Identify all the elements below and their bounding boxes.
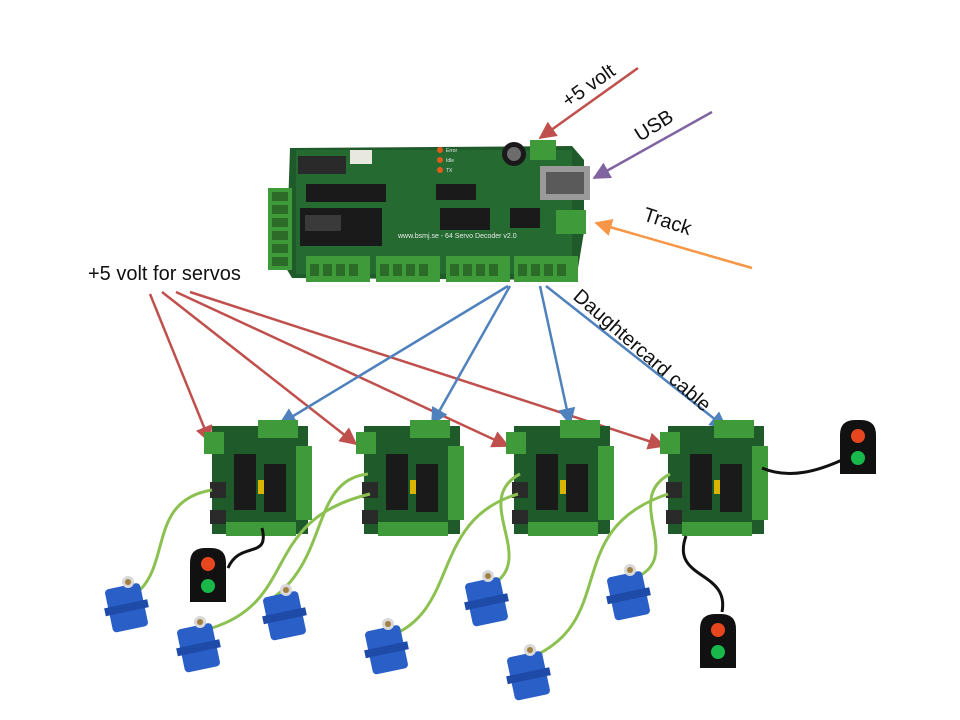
servo-lead-5 xyxy=(389,492,519,638)
daughter-card-icon xyxy=(356,420,464,536)
servo-lead-1 xyxy=(138,488,213,592)
usb-arrow xyxy=(592,110,713,180)
cable-arrow-2 xyxy=(430,285,512,426)
servo-icon xyxy=(364,618,409,675)
servo-lead-7 xyxy=(529,492,669,660)
servo-icon xyxy=(262,584,307,641)
servo-lead-6 xyxy=(629,472,671,582)
servo-lead-2 xyxy=(269,472,369,602)
led-label-idle: Idle xyxy=(446,158,454,164)
servo-icon xyxy=(606,564,651,621)
cable-arrow-1 xyxy=(278,284,509,426)
signal-lead-3 xyxy=(681,535,725,613)
signal-lead-2 xyxy=(761,458,843,475)
track-arrow xyxy=(594,218,753,270)
servo-icon xyxy=(176,616,221,673)
signal-light-icon xyxy=(700,614,736,668)
servo-decoder-board-icon: Error Idle TX www.bsmj.se - 64 Servo Dec… xyxy=(268,140,590,282)
servo-power-arrow-1 xyxy=(148,293,213,444)
led-label-tx: TX xyxy=(446,168,453,174)
daughter-card-icon xyxy=(660,420,768,536)
servo-power-label: +5 volt for servos xyxy=(88,263,241,285)
cable-arrow-3 xyxy=(538,285,576,426)
servo-icon xyxy=(104,576,149,633)
daughtercard-label: Daughtercard cable xyxy=(569,285,715,416)
servo-icon xyxy=(506,644,551,701)
track-label: Track xyxy=(640,204,695,240)
signal-light-icon xyxy=(840,420,876,474)
plus5-arrow xyxy=(538,66,639,140)
servo-icon xyxy=(464,570,509,627)
usb-label: USB xyxy=(631,106,678,146)
signal-light-icon xyxy=(190,548,226,602)
servo-power-arrow-2 xyxy=(161,291,358,446)
board-silkscreen: www.bsmj.se - 64 Servo Decoder v2.0 xyxy=(397,233,517,240)
servo-lead-3 xyxy=(211,492,371,630)
servo-lead-4 xyxy=(489,472,521,588)
led-label-error: Error xyxy=(446,148,457,154)
cable-arrow-4 xyxy=(545,285,728,430)
signal-lead-1 xyxy=(226,527,265,569)
servo-power-arrow-3 xyxy=(175,290,510,448)
daughter-card-icon xyxy=(506,420,614,536)
daughter-card-icon xyxy=(204,420,312,536)
